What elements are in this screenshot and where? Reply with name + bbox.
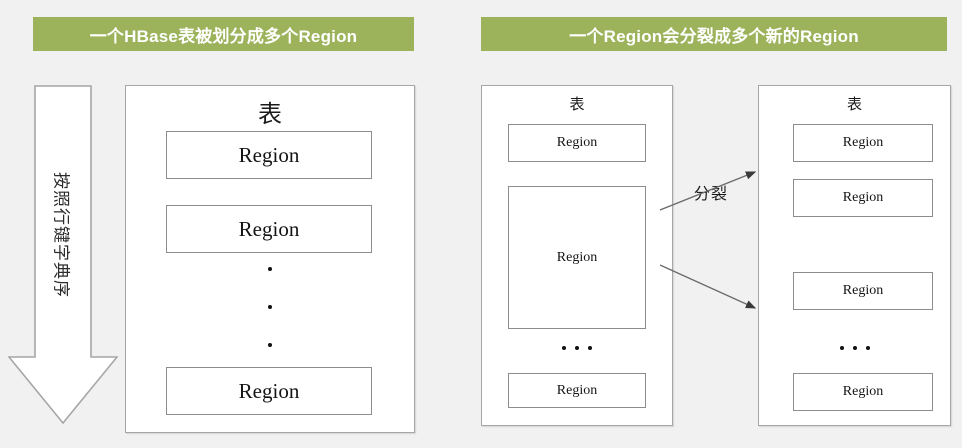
region-box[interactable]: Region xyxy=(793,373,933,411)
region-box[interactable]: Region xyxy=(166,205,372,253)
dot xyxy=(268,267,272,271)
region-box[interactable]: Region xyxy=(793,124,933,162)
horizontal-ellipsis xyxy=(759,343,950,353)
dot xyxy=(865,346,870,350)
dot xyxy=(268,343,272,347)
left-table-panel: 表 Region Region Region xyxy=(125,85,415,433)
dot xyxy=(562,346,566,350)
dot xyxy=(839,346,844,350)
left-title-banner: 一个HBase表被划分成多个Region xyxy=(33,17,414,51)
target-table-caption: 表 xyxy=(846,97,862,113)
target-table-panel: 表 Region Region Region Region xyxy=(758,85,951,426)
dot xyxy=(268,305,272,309)
dot xyxy=(852,346,857,350)
left-table-caption: 表 xyxy=(258,102,282,128)
source-table-caption: 表 xyxy=(569,97,585,113)
down-arrow-icon: 按照行键字典序 xyxy=(8,85,118,425)
dot xyxy=(575,346,579,350)
split-arrow-down xyxy=(659,264,757,309)
region-box-splitting[interactable]: Region xyxy=(508,186,646,329)
dot xyxy=(588,346,592,350)
region-box[interactable]: Region xyxy=(793,272,933,310)
horizontal-ellipsis xyxy=(482,343,672,353)
split-label: 分裂 xyxy=(694,186,729,203)
source-table-panel: 表 Region Region Region xyxy=(481,85,673,426)
region-box[interactable]: Region xyxy=(166,367,372,415)
region-box[interactable]: Region xyxy=(166,131,372,179)
region-box[interactable]: Region xyxy=(508,124,646,162)
region-box[interactable]: Region xyxy=(508,373,646,408)
row-key-order-label: 按照行键字典序 xyxy=(51,171,71,298)
vertical-ellipsis xyxy=(126,267,414,347)
right-title-banner: 一个Region会分裂成多个新的Region xyxy=(481,17,947,51)
region-box[interactable]: Region xyxy=(793,179,933,217)
